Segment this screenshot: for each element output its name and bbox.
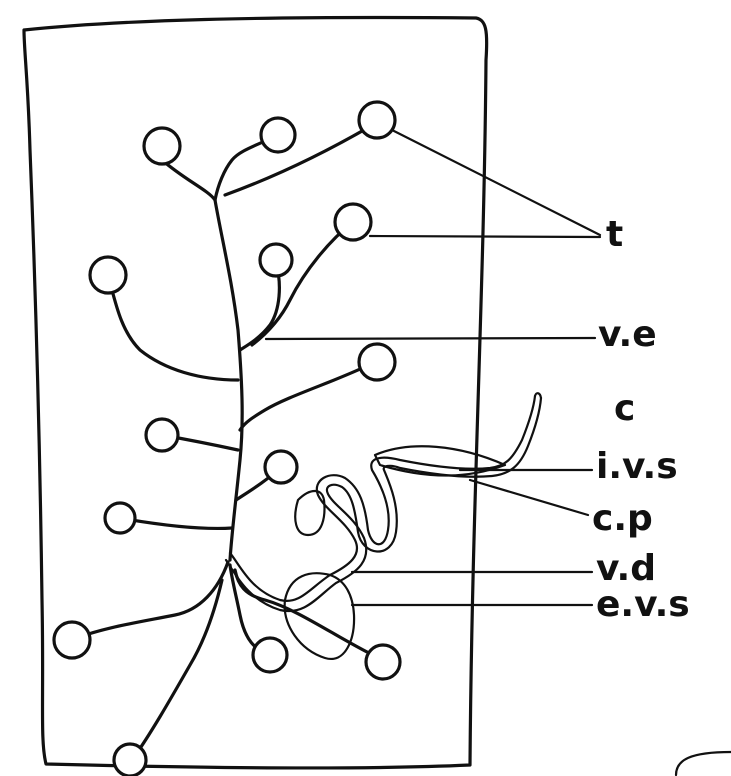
main-vas-deferens-trunk (213, 198, 244, 562)
duct-left-1 (106, 273, 240, 382)
testis-4 (333, 202, 373, 242)
duct-left-3 (118, 516, 234, 531)
corner-mark (674, 750, 731, 776)
label-cp: c.p (592, 498, 653, 539)
duct-mid-1 (250, 220, 355, 347)
testis-7 (357, 342, 397, 382)
duct-top-3 (223, 121, 378, 197)
coil-inner (224, 396, 543, 613)
testis-1 (142, 126, 182, 166)
leader-lines (264, 128, 602, 607)
label-vd: v.d (596, 548, 656, 589)
duct-low-1 (70, 560, 230, 642)
coil-outer (228, 394, 537, 602)
vas-deferens-coil (224, 392, 543, 613)
label-t: t (606, 214, 623, 255)
duct-top-1 (160, 158, 217, 202)
label-ve: v.e (598, 314, 657, 355)
duct-low-4 (233, 568, 385, 662)
testis-2 (259, 116, 297, 154)
testis-11 (52, 620, 92, 660)
coil-tip (533, 392, 543, 400)
testis-10 (103, 501, 137, 535)
testis-5 (258, 242, 294, 278)
testis-8 (144, 417, 180, 453)
testis-14 (112, 742, 148, 776)
external-seminal-vesicle (283, 572, 356, 661)
leader-t-mid (368, 234, 602, 239)
leader-t-top (390, 128, 602, 237)
s-bend-outer (294, 489, 326, 537)
duct-mid-3 (238, 360, 377, 432)
testis-9 (263, 449, 299, 485)
label-evs: e.v.s (596, 584, 690, 625)
leader-ve (264, 336, 597, 341)
testes (52, 100, 402, 776)
testis-6 (88, 255, 128, 295)
testis-12 (251, 636, 289, 674)
body-outline (22, 15, 489, 770)
leader-cp (468, 478, 590, 517)
testis-3 (357, 100, 397, 140)
label-ivs: i.v.s (596, 446, 678, 487)
label-c: c (614, 388, 635, 429)
duct-low-2 (130, 578, 224, 762)
testis-13 (364, 643, 402, 681)
cirrus-pouch-outline (373, 445, 507, 477)
duct-mid-2 (238, 260, 281, 352)
